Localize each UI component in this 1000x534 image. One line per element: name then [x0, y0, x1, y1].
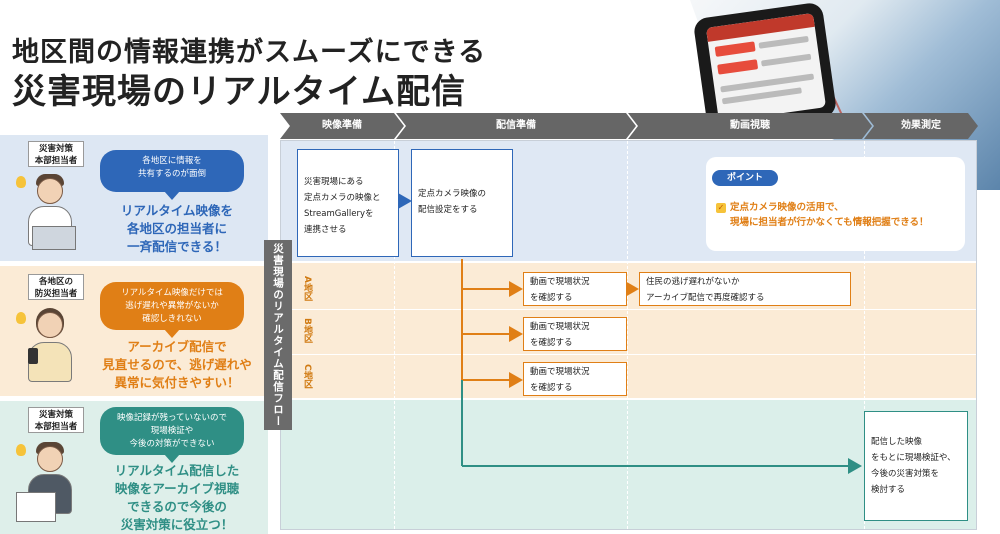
concern-bubble: 各地区に情報を 共有するのが面倒 — [100, 150, 244, 200]
page-title-line2: 災害現場のリアルタイム配信 — [12, 72, 466, 112]
district-divider — [281, 354, 976, 355]
step-text: 配信した映像 をもとに現場検証や、 今後の災害対策を 検討する — [871, 437, 956, 495]
laptop-icon — [32, 226, 76, 250]
point-text-content: 定点カメラ映像の活用で、 現場に担当者が行かなくても情報把握できる！ — [730, 202, 929, 228]
phase-divider — [627, 141, 628, 529]
concern-text: 映像記録が残っていないので 現場検証や 今後の対策ができない — [116, 413, 228, 449]
role-label: 災害対策 本部担当者 — [28, 407, 84, 433]
step-c-watch: 動画で現場状況 を確認する — [523, 362, 627, 396]
phase-divider — [864, 141, 865, 529]
district-label-b: B地区 — [302, 318, 312, 343]
smartphone-icon — [28, 348, 38, 364]
point-badge: ポイント — [712, 170, 778, 186]
phase-label: 映像準備 — [322, 120, 362, 131]
point-text: 定点カメラ映像の活用で、 現場に担当者が行かなくても情報把握できる！ — [730, 200, 960, 230]
step-text: 動画で現場状況 を確認する — [530, 277, 590, 303]
role-label: 災害対策 本部担当者 — [28, 141, 84, 167]
phase-header: 配信準備 — [396, 113, 636, 139]
benefit-message: リアルタイム配信した 映像をアーカイブ視聴 できるので今後の 災害対策に役立つ！ — [92, 462, 262, 534]
step-b-watch: 動画で現場状況 を確認する — [523, 317, 627, 351]
person-head — [37, 446, 63, 472]
lightbulb-icon — [16, 176, 26, 188]
benefit-text: リアルタイム映像を 各地区の担当者に 一斉配信できる！ — [120, 203, 234, 254]
benefit-text: アーカイブ配信で 見直せるので、逃げ遅れや 異常に気付きやすい！ — [102, 339, 252, 390]
phase-divider — [394, 141, 395, 529]
step-stream-config: 定点カメラ映像の 配信設定をする — [411, 149, 513, 257]
phase-header: 動画視聴 — [628, 113, 872, 139]
office-worker-illustration — [14, 172, 86, 256]
phase-label: 効果測定 — [901, 120, 941, 131]
step-disaster-review: 配信した映像 をもとに現場検証や、 今後の災害対策を 検討する — [864, 411, 968, 521]
role-label: 各地区の 防災担当者 — [28, 274, 84, 300]
phase-header: 映像準備 — [280, 113, 404, 139]
concern-bubble: 映像記録が残っていないので 現場検証や 今後の対策ができない — [100, 407, 244, 463]
step-a-archive-review: 住民の逃げ遅れがないか アーカイブ配信で再度確認する — [639, 272, 851, 306]
step-camera-integration: 災害現場にある 定点カメラの映像と StreamGalleryを 連携させる — [297, 149, 399, 257]
lightbulb-icon — [16, 312, 26, 324]
role-text: 災害対策 本部担当者 — [34, 144, 78, 166]
flow-vertical-label: 災害現場のリアルタイム配信フロー — [264, 240, 292, 430]
benefit-message: リアルタイム映像を 各地区の担当者に 一斉配信できる！ — [92, 202, 262, 256]
district-label-c: C地区 — [302, 364, 312, 389]
concern-bubble: リアルタイム映像だけでは 逃げ遅れや異常がないか 確認しきれない — [100, 282, 244, 338]
phase-header: 効果測定 — [864, 113, 978, 139]
district-officer-illustration — [14, 304, 86, 392]
benefit-text: リアルタイム配信した 映像をアーカイブ視聴 できるので今後の 災害対策に役立つ！ — [114, 463, 240, 532]
step-text: 住民の逃げ遅れがないか アーカイブ配信で再度確認する — [646, 277, 765, 303]
hq-officer-illustration — [14, 440, 86, 530]
role-text: 災害対策 本部担当者 — [34, 410, 78, 432]
district-divider — [281, 309, 976, 310]
district-label-a: A地区 — [302, 276, 312, 301]
person-head — [37, 312, 63, 338]
page-title-line1: 地区間の情報連携がスムーズにできる — [12, 37, 487, 68]
step-a-watch: 動画で現場状況 を確認する — [523, 272, 627, 306]
step-text: 動画で現場状況 を確認する — [530, 322, 590, 348]
person-head — [37, 178, 63, 204]
concern-text: 各地区に情報を 共有するのが面倒 — [137, 156, 206, 179]
step-text: 動画で現場状況 を確認する — [530, 367, 590, 393]
step-text: 災害現場にある 定点カメラの映像と StreamGalleryを 連携させる — [304, 177, 381, 235]
checkmark-icon: ✓ — [716, 203, 726, 213]
phase-label: 配信準備 — [496, 120, 536, 131]
concern-text: リアルタイム映像だけでは 逃げ遅れや異常がないか 確認しきれない — [121, 288, 223, 324]
monitor-icon — [16, 492, 56, 522]
role-text: 各地区の 防災担当者 — [34, 277, 78, 299]
benefit-message: アーカイブ配信で 見直せるので、逃げ遅れや 異常に気付きやすい！ — [92, 338, 262, 392]
step-text: 定点カメラ映像の 配信設定をする — [418, 189, 487, 215]
phase-label: 動画視聴 — [730, 120, 770, 131]
lightbulb-icon — [16, 444, 26, 456]
